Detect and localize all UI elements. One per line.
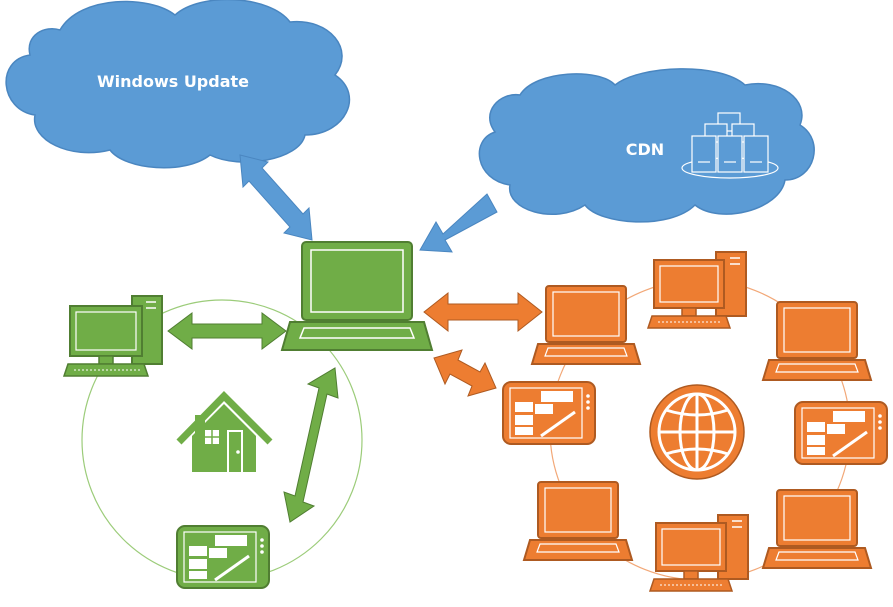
internet-desktop-icon-1 xyxy=(647,251,747,329)
internet-laptop-icon-3 xyxy=(523,481,633,561)
source-laptop-icon xyxy=(281,241,433,351)
home-tablet-icon xyxy=(175,524,271,590)
internet-tablet-icon-2 xyxy=(793,400,889,466)
cdn-download-arrow xyxy=(419,193,498,253)
windows-update-cloud: Windows Update xyxy=(5,0,351,169)
home-desktop-icon xyxy=(63,295,163,377)
cdn-cloud: CDN xyxy=(478,68,815,223)
internet-tablet-icon-1 xyxy=(501,380,597,446)
cdn-label: CDN xyxy=(626,140,664,159)
house-icon xyxy=(176,391,273,472)
internet-laptop-icon-1 xyxy=(531,285,641,365)
windows-update-sync-arrow xyxy=(239,154,313,241)
internet-desktop-icon-2 xyxy=(649,514,749,592)
lan-peer-arrow-tablet xyxy=(283,367,339,523)
internet-laptop-icon-4 xyxy=(762,489,872,569)
internet-laptop-icon-2 xyxy=(762,301,872,381)
windows-update-label: Windows Update xyxy=(97,72,249,91)
internet-peer-arrow-tablet xyxy=(433,349,497,397)
globe-icon xyxy=(649,384,745,480)
server-cluster-icon xyxy=(681,112,779,179)
internet-peer-arrow-laptop xyxy=(423,291,543,333)
lan-peer-arrow-desktop xyxy=(167,312,287,350)
